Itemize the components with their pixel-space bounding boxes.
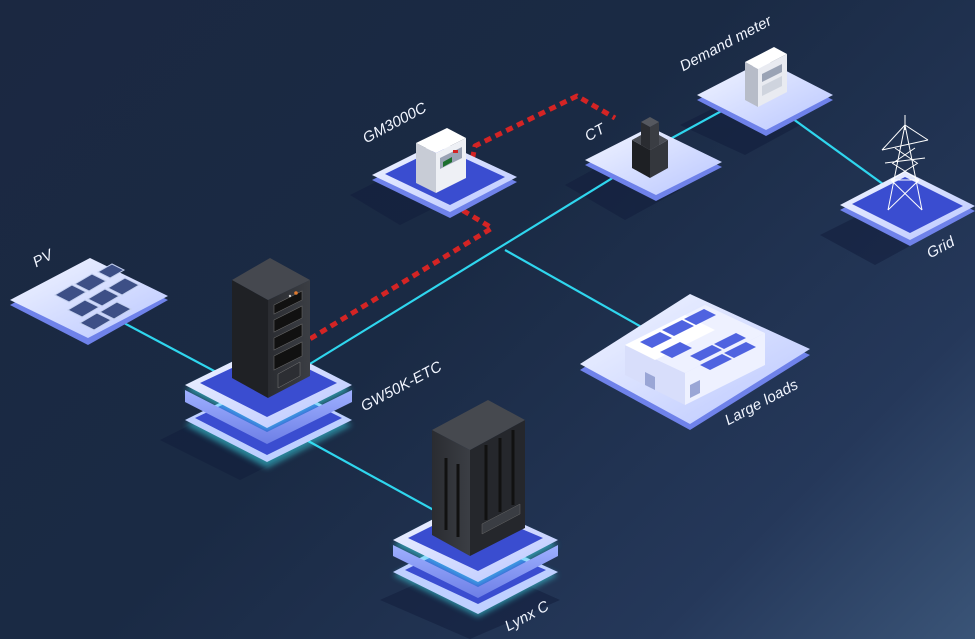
transmission-tower-icon [881,115,929,211]
smart-meter-icon [416,128,466,193]
battery-cabinet-icon [432,400,525,556]
demand-meter-icon [745,47,787,107]
grid-platform [840,171,975,246]
inverter-cabinet-icon [232,258,310,398]
factory-icon [625,305,765,405]
ct-icon [632,117,668,178]
line-inverter-ct [299,154,651,371]
comm-line [298,93,617,348]
solar-panel-icon [53,263,141,331]
